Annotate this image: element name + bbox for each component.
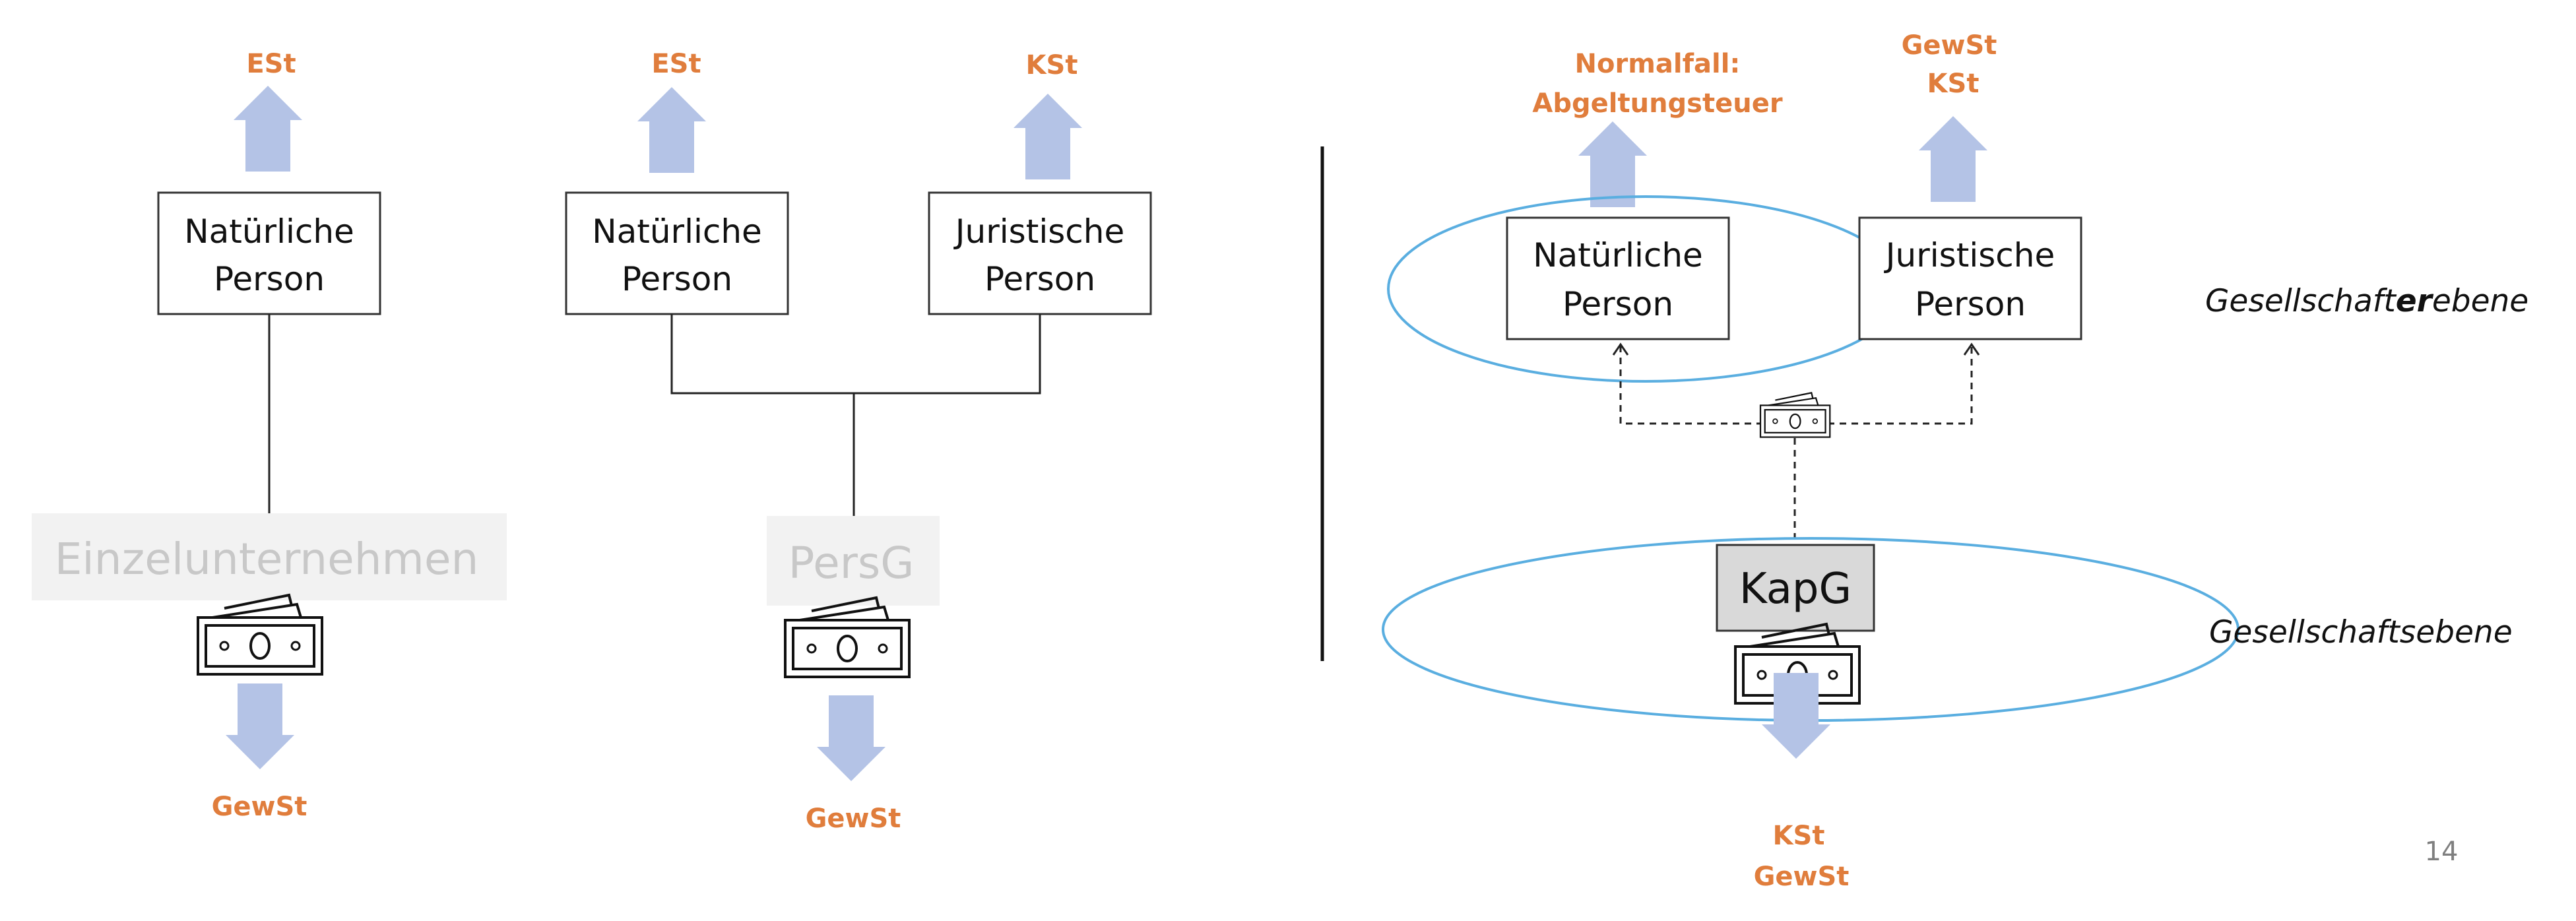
arrow-down-icon [817, 695, 886, 781]
arrow-up-icon [1578, 121, 1647, 207]
right-juristic-person-box [1858, 216, 2082, 340]
right-tax-top-right-line1: GewSt [1902, 30, 1997, 61]
middle-entity-box [767, 516, 940, 606]
middle-entity-label: PersG [789, 538, 915, 588]
right-tax-top-right-line2: KSt [1927, 69, 1980, 99]
middle-natural-line2: Person [622, 260, 732, 298]
left-tax-top: ESt [246, 49, 296, 79]
right-natural-line2: Person [1562, 285, 1673, 323]
right-tax-bottom-line1: KSt [1773, 821, 1825, 851]
left-tax-bottom: GewSt [212, 792, 307, 822]
middle-tax-bottom: GewSt [806, 804, 901, 834]
middle-juristic-line2: Person [984, 260, 1095, 298]
right-juristic-line2: Person [1915, 285, 2026, 323]
right-section: Normalfall: Abgeltungsteuer GewSt KSt Na… [1382, 30, 2528, 892]
left-person-line2: Person [214, 260, 325, 298]
middle-section: ESt KSt Natürliche Person Juristische Pe… [565, 49, 1152, 834]
right-natural-person-box [1506, 216, 1730, 340]
money-icon [197, 594, 323, 676]
arrow-up-icon [1919, 116, 1987, 202]
right-juristic-line1: Juristische [1884, 236, 2055, 274]
arrow-up-icon [637, 87, 706, 173]
left-person-line1: Natürliche [184, 212, 354, 251]
middle-juristic-line1: Juristische [953, 212, 1124, 251]
money-small-icon [1759, 392, 1831, 438]
left-entity-label: Einzelunternehmen [55, 534, 479, 585]
middle-bracket-connector [670, 314, 1041, 395]
left-natural-person-box [157, 191, 381, 315]
middle-tax-top-right: KSt [1026, 50, 1078, 80]
page-number: 14 [2425, 837, 2459, 867]
middle-natural-line1: Natürliche [592, 212, 762, 251]
company-level-label: Gesellschaftsebene [2209, 614, 2513, 651]
arrow-up-icon [234, 86, 302, 172]
arrow-up-icon [1014, 94, 1082, 179]
shareholder-level-label: Gesellschafterebene [2205, 283, 2528, 319]
kapg-label: KapG [1739, 565, 1852, 614]
left-section: ESt Natürliche Person Einzelunternehmen … [32, 49, 507, 822]
right-tax-top-left-line1: Normalfall: [1575, 49, 1741, 79]
middle-natural-person-box [565, 191, 789, 315]
right-tax-top-left-line2: Abgeltungsteuer [1532, 88, 1782, 119]
middle-tax-top-left: ESt [651, 49, 701, 79]
right-natural-line1: Natürliche [1533, 236, 1703, 274]
kapg-box [1716, 544, 1875, 632]
right-tax-bottom-line2: GewSt [1754, 862, 1850, 892]
middle-juristic-person-box [928, 191, 1152, 315]
left-entity-box [32, 513, 507, 600]
arrow-down-icon [226, 683, 294, 769]
money-icon [784, 596, 911, 678]
